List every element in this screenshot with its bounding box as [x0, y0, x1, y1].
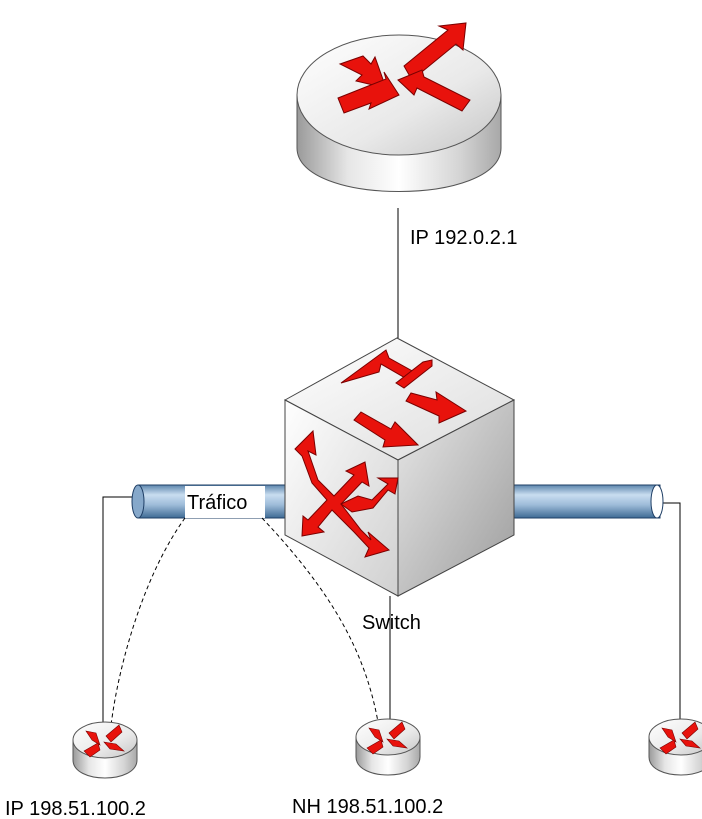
switch-label: Switch — [362, 612, 421, 634]
traffic-label-bg — [185, 486, 265, 518]
router-mid-icon — [355, 718, 421, 776]
router-mid-nh-label: NH 198.51.100.2 — [292, 796, 443, 818]
router-left-ip-label: IP 198.51.100.2 — [5, 798, 146, 819]
left-router-link — [102, 496, 138, 725]
network-segment-right — [509, 484, 664, 519]
traffic-flow-right — [261, 517, 379, 723]
traffic-label: Tráfico — [187, 492, 247, 514]
router-top-ip-label: IP 192.0.2.1 — [410, 227, 518, 249]
traffic-flow-left — [109, 517, 186, 736]
router-right-icon — [648, 718, 702, 776]
right-router-link — [662, 502, 681, 722]
router-top-icon — [296, 22, 502, 192]
router-left-icon — [72, 721, 138, 779]
switch-icon — [283, 337, 516, 597]
